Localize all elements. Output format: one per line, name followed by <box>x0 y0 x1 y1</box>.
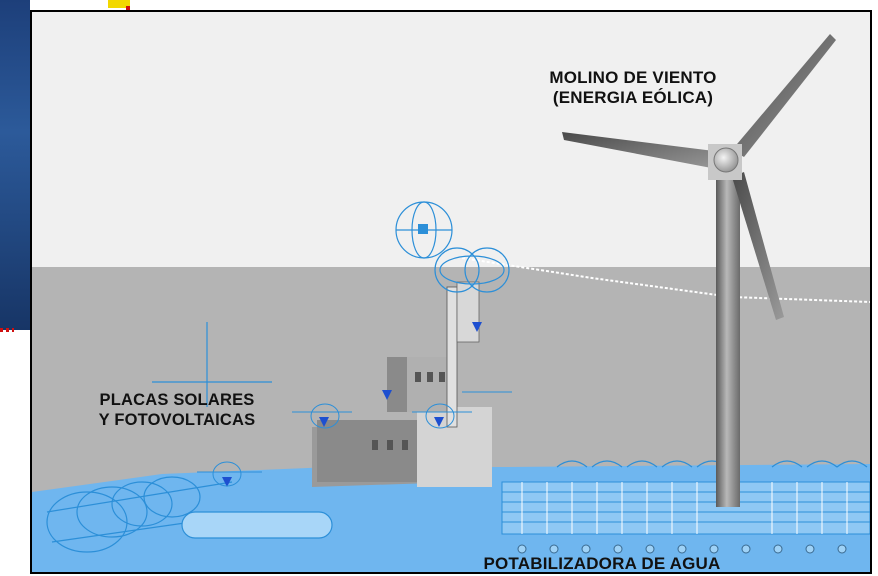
water-purifier-label: POTABILIZADORA DE AGUA <box>483 554 721 573</box>
turbine-blade-left <box>562 132 722 170</box>
radar-core <box>418 224 428 234</box>
mast <box>446 286 458 428</box>
lifeboat <box>181 511 333 539</box>
solar-label-line1: PLACAS SOLARES <box>99 391 255 409</box>
diagram-frame: MOLINO DE VIENTO (ENERGIA EÓLICA) PLACAS… <box>30 10 872 574</box>
bridge-block <box>317 420 417 482</box>
background-strip <box>0 0 30 330</box>
red-dots <box>0 328 14 332</box>
turbine-blade-up <box>732 34 836 157</box>
superstructure-wireframe <box>197 391 512 487</box>
rear-deck <box>501 481 870 535</box>
wind-label-line2: (ENERGIA EÓLICA) <box>552 88 714 107</box>
solar-panel-icons <box>222 322 482 487</box>
hull-portholes <box>517 544 847 554</box>
deck-posts <box>521 482 848 534</box>
turbine-tower <box>716 177 740 507</box>
funnel <box>456 281 480 343</box>
red-dot <box>126 6 130 10</box>
solar-panels-label: PLACAS SOLARES Y FOTOVOLTAICAS <box>72 390 282 430</box>
wind-label-line1: MOLINO DE VIENTO <box>549 68 717 87</box>
solar-panel-crosshair <box>152 322 272 407</box>
ship-illustration <box>32 12 870 572</box>
deck-railing-grid <box>502 491 870 523</box>
turbine-blade-down <box>732 172 784 320</box>
upper-deckhouse-side <box>387 357 407 412</box>
deck-solar-frames <box>556 460 868 468</box>
guy-wire <box>461 257 870 303</box>
wind-turbine-label: MOLINO DE VIENTO (ENERGIA EÓLICA) <box>518 68 748 108</box>
solar-label-line2: Y FOTOVOLTAICAS <box>98 411 256 429</box>
turbine-hub <box>713 147 739 173</box>
deckhouse-windows <box>372 372 445 450</box>
yellow-marker <box>108 0 130 8</box>
